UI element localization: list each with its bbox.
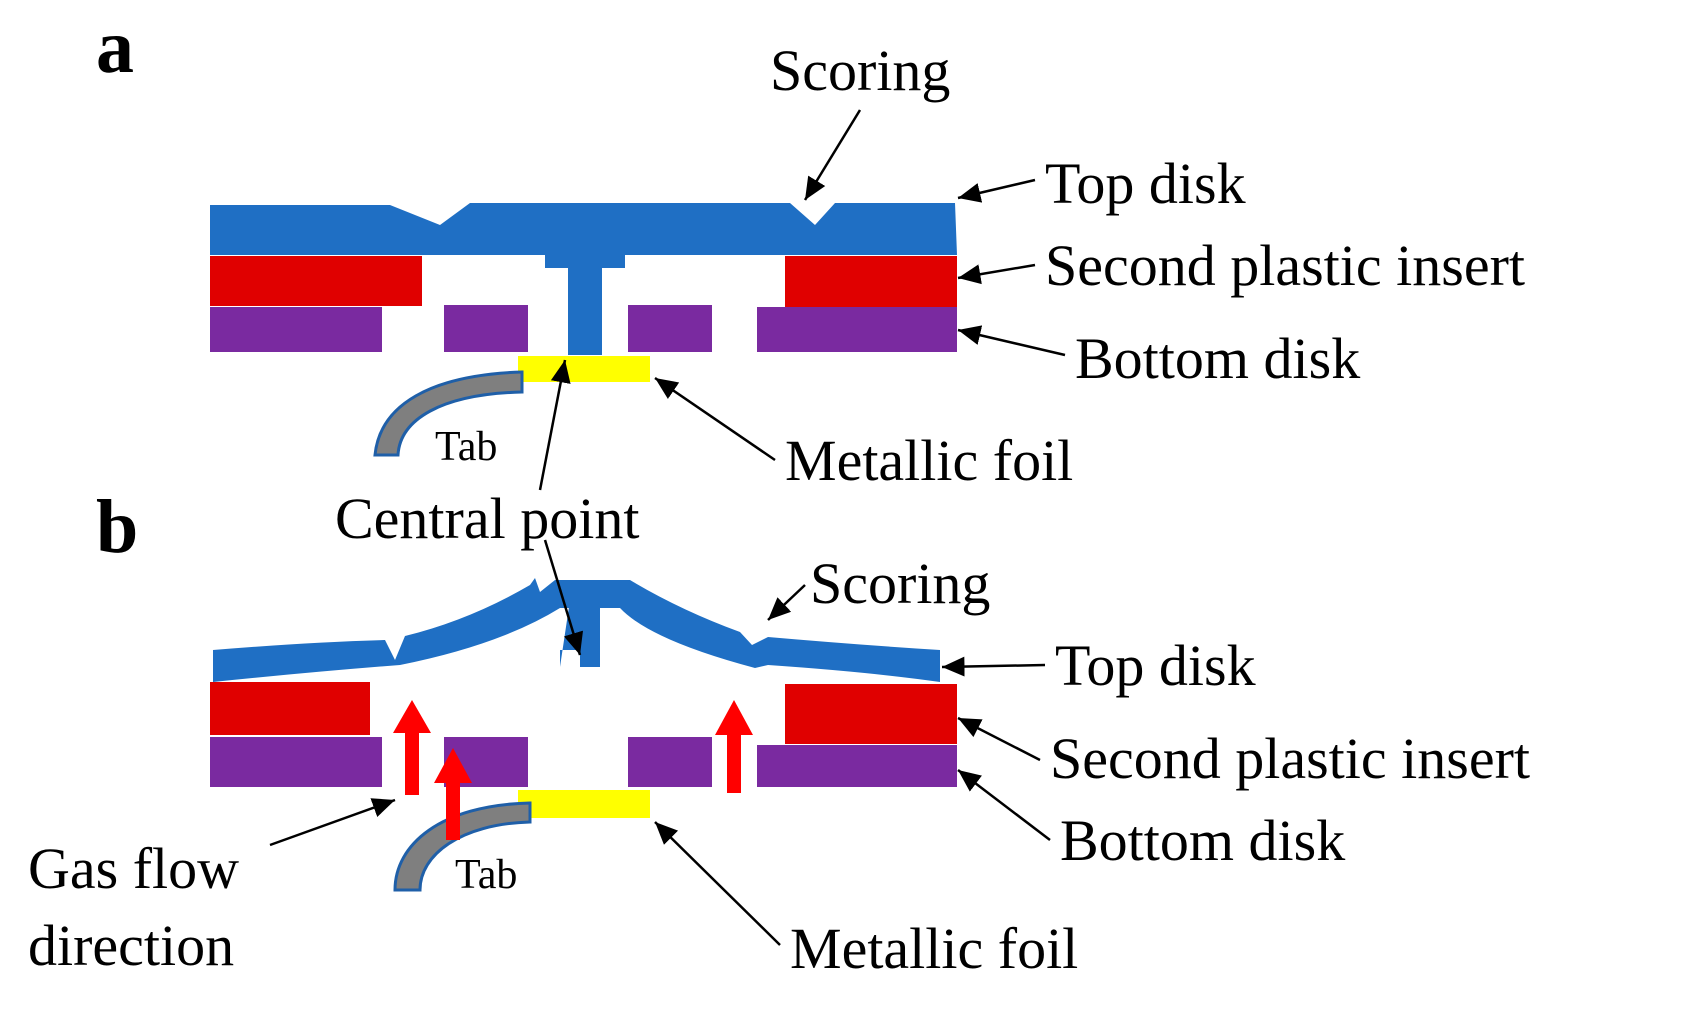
central-point-arrow (538, 359, 571, 491)
panel-a-central-stem (545, 253, 625, 355)
panel-b-top-disk-label: Top disk (1055, 633, 1256, 698)
panel-a-second-insert-label: Second plastic insert (1045, 233, 1525, 298)
panel-b-scoring-arrow (767, 584, 806, 621)
panel-b-label: b (96, 485, 138, 569)
panel-a-second-insert-arrow (957, 263, 1036, 285)
panel-a-second-insert-left (210, 256, 422, 306)
panel-a-scoring-label: Scoring (770, 38, 950, 103)
panel-b-second-insert-arrow (957, 716, 1041, 762)
gas-flow-arrow-2 (434, 748, 472, 840)
panel-b-metallic-foil-label: Metallic foil (790, 916, 1078, 981)
central-point-arrow-b (543, 539, 584, 656)
gas-flow-arrows (393, 700, 753, 840)
panel-a-bottom-disk-left (210, 307, 382, 352)
panel-b-tab-label: Tab (455, 852, 517, 898)
panel-a-metallic-foil-label: Metallic foil (785, 428, 1073, 493)
panel-a-top-disk-label: Top disk (1045, 151, 1246, 216)
panel-b-second-insert-left (210, 682, 370, 735)
gas-flow-label-line2: direction (28, 913, 234, 978)
panel-a-bottom-disk-label: Bottom disk (1075, 326, 1360, 391)
panel-a-tab (373, 370, 524, 457)
panel-b-metallic-foil (518, 790, 650, 818)
gas-flow-arrow-leader (269, 798, 396, 847)
panel-b-metallic-foil-arrow (654, 821, 781, 946)
panel-a-top-disk-arrow (957, 178, 1036, 203)
panel-a-top-disk (210, 203, 957, 255)
panel-b-bottom-disk-inner-right (628, 737, 712, 787)
gas-flow-arrow-1 (393, 700, 431, 795)
gas-flow-arrow-3 (715, 700, 753, 793)
panel-a-bottom-disk-right (757, 307, 957, 352)
panel-a-bottom-disk-inner-left (444, 305, 528, 352)
panel-b-top-disk (213, 578, 940, 682)
panel-b-second-insert-label: Second plastic insert (1050, 726, 1530, 791)
panel-a-label: a (96, 5, 134, 89)
panel-b-leader-lines (269, 539, 1051, 946)
panel-b-bottom-disk-label: Bottom disk (1060, 808, 1345, 873)
panel-b-bottom-disk-right (757, 745, 957, 787)
panel-a-metallic-foil-arrow (654, 376, 776, 462)
panel-b-second-insert-right (785, 684, 957, 744)
panel-a-tab-label: Tab (435, 424, 497, 470)
panel-b-scoring-label: Scoring (810, 551, 990, 616)
panel-b-tab (393, 801, 532, 892)
panel-a-metallic-foil (518, 356, 650, 382)
panel-a: a Tab Scoring Top disk Second plastic in… (96, 5, 1525, 551)
panel-a-bottom-disk-inner-right (628, 305, 712, 352)
panel-b-bottom-disk-arrow (957, 769, 1051, 841)
panel-a-leader-lines (538, 109, 1066, 491)
panel-b-top-disk-arrow (941, 656, 1046, 677)
gas-flow-label-line1: Gas flow (28, 836, 239, 901)
panel-b-bottom-disk-left (210, 737, 382, 787)
central-point-label: Central point (335, 486, 639, 551)
panel-a-scoring-arrow (803, 109, 862, 201)
panel-a-bottom-disk-arrow (957, 325, 1066, 357)
panel-b: b Tab Scoring Top disk Second plastic in… (28, 485, 1530, 981)
panel-a-second-insert-right (785, 256, 957, 308)
